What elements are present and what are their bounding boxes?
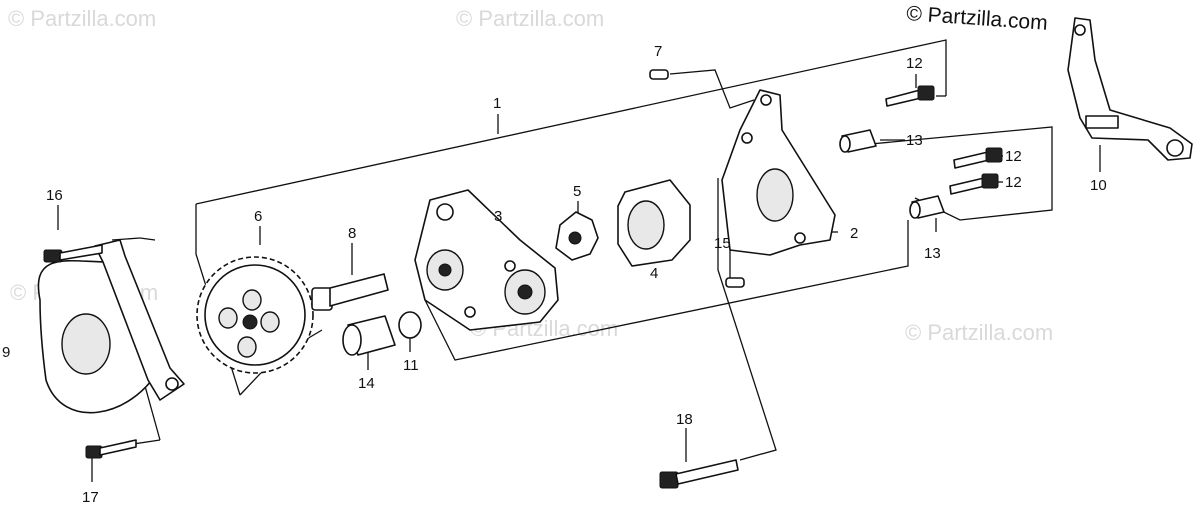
callout-16: 16 <box>46 187 63 204</box>
callout-6: 6 <box>254 208 262 225</box>
callout-17: 17 <box>82 489 99 506</box>
inner-rotor-5 <box>555 211 599 261</box>
callout-3: 3 <box>494 208 502 225</box>
callout-13-top: 13 <box>906 132 923 149</box>
callout-15: 15 <box>714 235 731 252</box>
bolt-18 <box>659 459 739 489</box>
callout-1: 1 <box>493 95 501 112</box>
callout-7: 7 <box>654 43 662 60</box>
outer-rotor-4 <box>617 179 691 267</box>
callout-12-middle: 12 <box>1005 148 1022 165</box>
collar-13-top <box>839 129 877 153</box>
o-ring-11 <box>398 311 422 339</box>
callout-8: 8 <box>348 225 356 242</box>
shaft-8 <box>311 273 389 311</box>
bolt-17 <box>85 439 137 459</box>
callout-12-bottom: 12 <box>1005 174 1022 191</box>
watermark-top-left: © Partzilla.com <box>8 6 156 31</box>
gear-6 <box>196 256 314 374</box>
bolt-12-bottom <box>949 173 999 195</box>
oil-pump-cover-9 <box>37 239 185 414</box>
bracket-10 <box>1067 17 1193 161</box>
bolt-12-top <box>885 85 935 107</box>
dowel-pin-15 <box>725 277 745 288</box>
collar-13-bottom <box>909 195 945 219</box>
dowel-pin-7 <box>649 69 669 80</box>
bolt-12-middle <box>953 147 1003 169</box>
callout-9: 9 <box>2 344 10 361</box>
callout-18: 18 <box>676 411 693 428</box>
callout-5: 5 <box>573 183 581 200</box>
watermark-mid-right: © Partzilla.com <box>905 320 1053 345</box>
callout-11: 11 <box>403 357 419 374</box>
pump-body-3 <box>414 189 559 331</box>
callout-13-bottom: 13 <box>924 245 941 262</box>
callout-12-top: 12 <box>906 55 923 72</box>
watermark-top-center: © Partzilla.com <box>456 6 604 31</box>
pump-cover-2 <box>721 89 836 256</box>
callout-10: 10 <box>1090 177 1107 194</box>
callout-labels: 1 2 3 4 5 6 7 8 9 10 11 12 12 12 13 13 1… <box>2 43 1107 506</box>
bolt-16 <box>43 244 103 263</box>
callout-2: 2 <box>850 225 858 242</box>
callout-4: 4 <box>650 265 658 282</box>
watermark-main: © Partzilla.com <box>906 2 1049 35</box>
callout-14: 14 <box>358 375 375 392</box>
collar-14 <box>342 315 396 356</box>
